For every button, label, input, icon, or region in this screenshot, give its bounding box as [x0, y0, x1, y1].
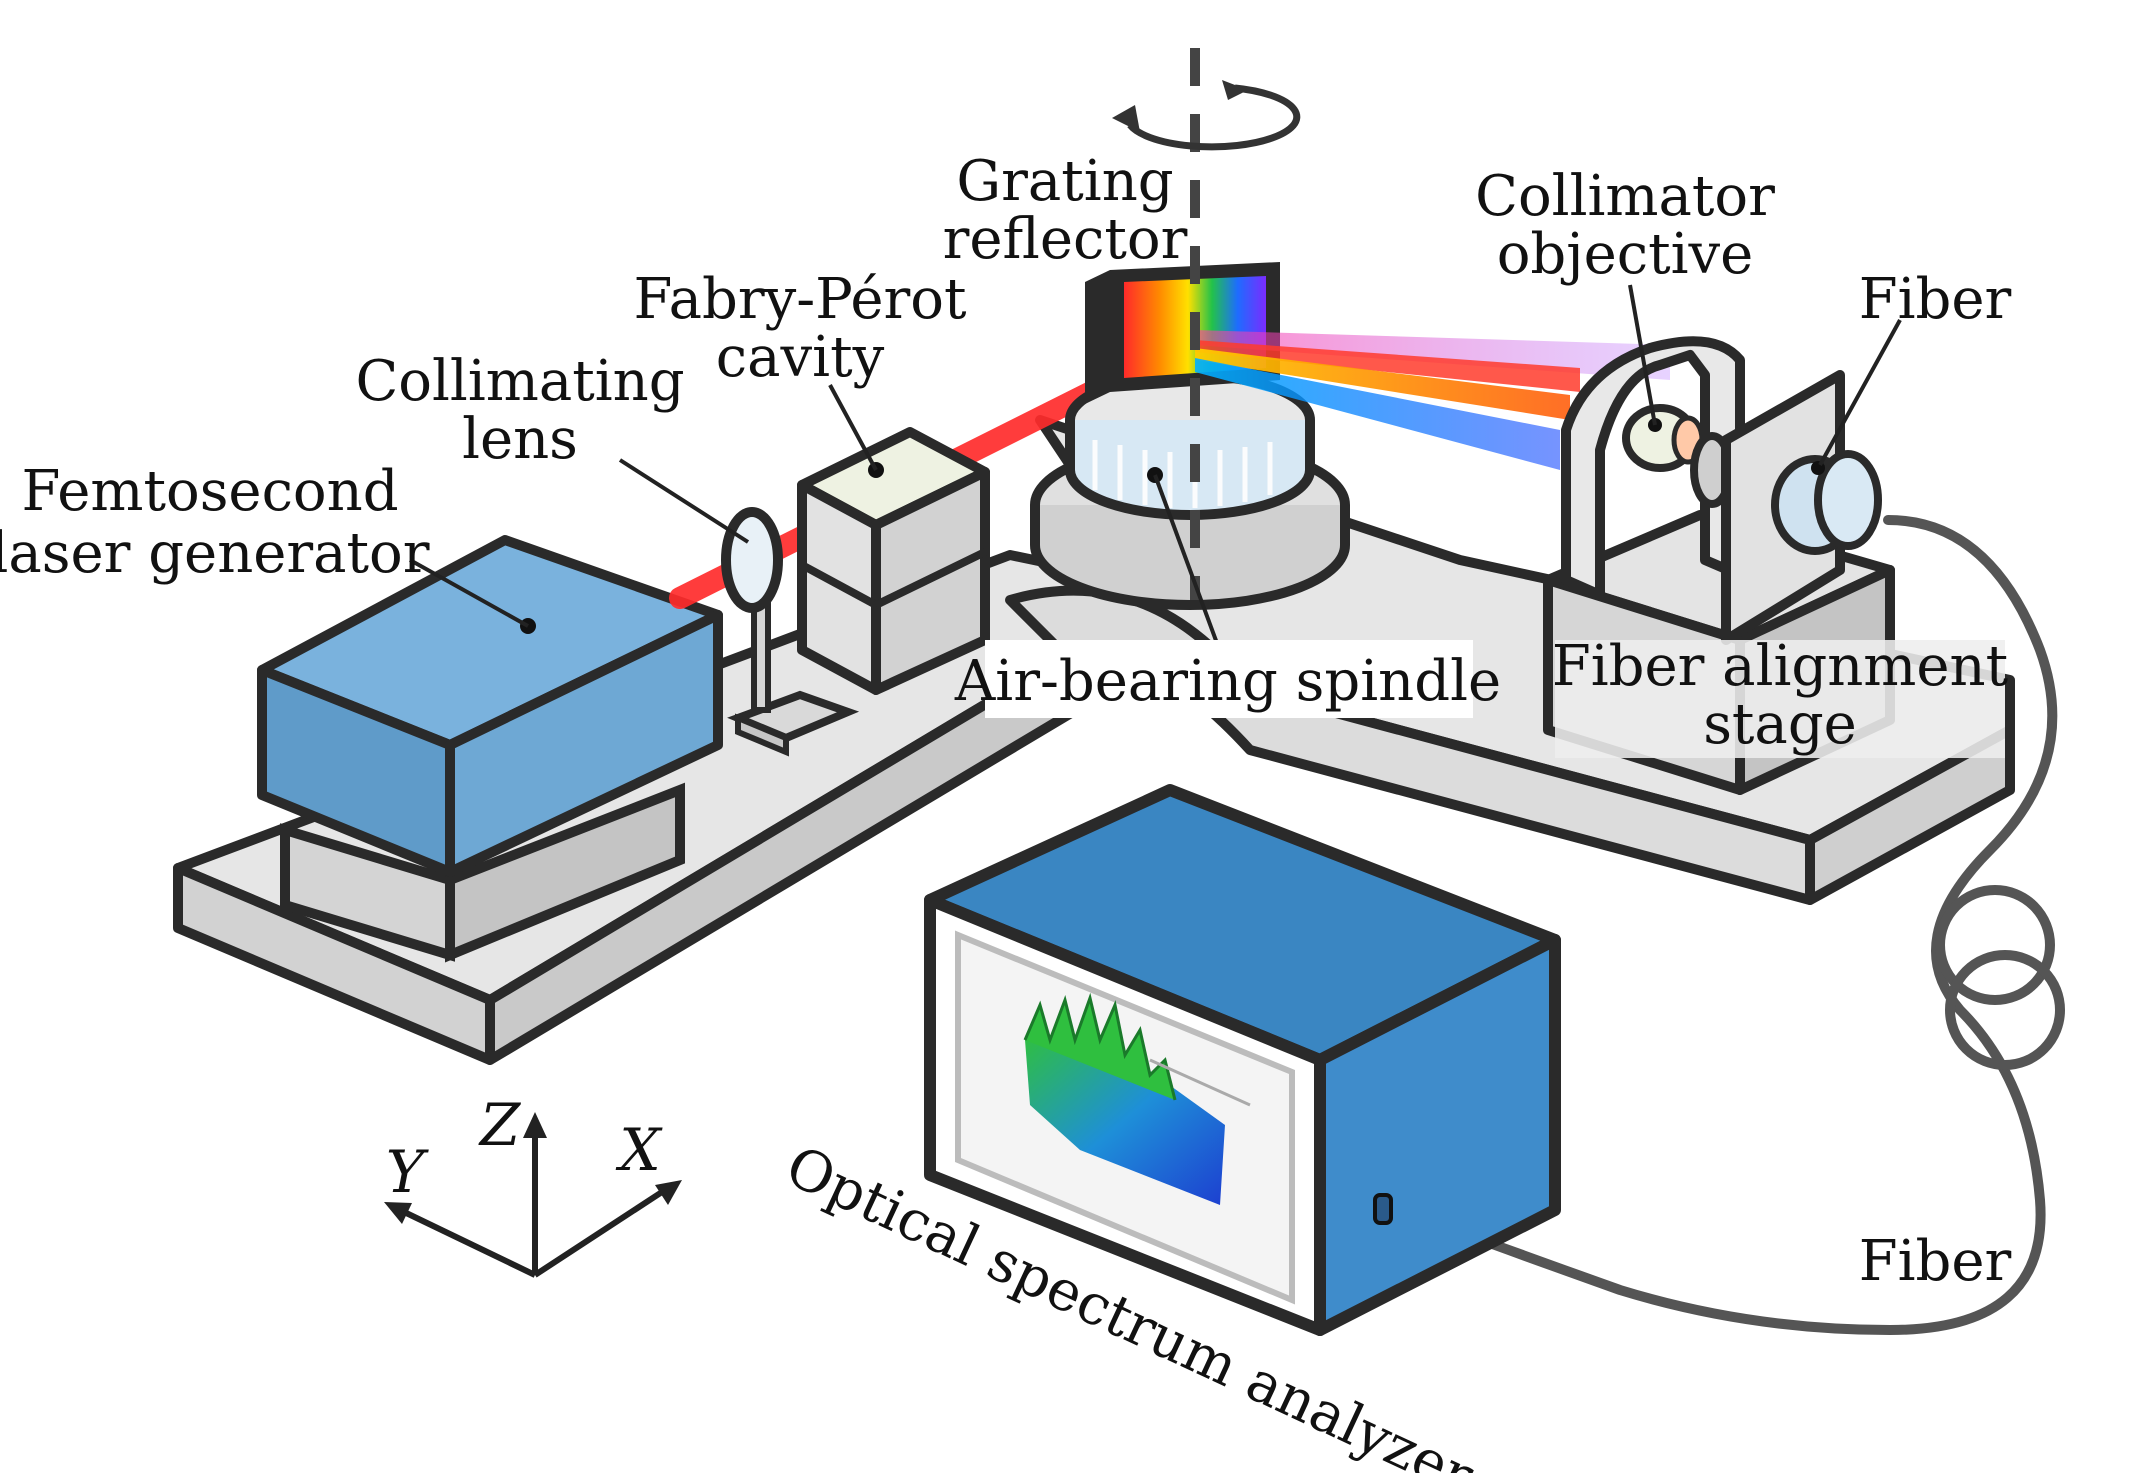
fan-blue — [1195, 358, 1560, 470]
label-fiber-alignment-1: Fiber alignment — [1552, 634, 2009, 699]
fp-divider-2 — [874, 548, 987, 609]
optical-spectrum-analyzer — [924, 784, 1561, 1336]
fabry-perot-cavity — [797, 427, 990, 695]
leader-lines — [409, 284, 1902, 666]
label-collimator-2: objective — [1497, 222, 1754, 287]
fp-divider — [800, 561, 878, 609]
fiber-coil-icon — [1935, 885, 2065, 1070]
label-femtosecond-1: Femtosecond — [21, 459, 398, 524]
label-fabry-1: Fabry-Pérot — [634, 267, 967, 332]
axis-label-z: Z — [478, 1091, 522, 1159]
osa-side — [1314, 934, 1561, 1336]
osa-screen-plot — [1025, 1035, 1225, 1205]
label-fiber-top: Fiber — [1859, 267, 2012, 332]
label-fiber-bottom: Fiber — [1859, 1229, 2012, 1294]
label-air-bearing-bg — [985, 640, 1473, 718]
femtosecond-laser — [257, 535, 723, 963]
rotation-arrow-icon — [1112, 80, 1301, 151]
label-grating-2: reflector — [943, 207, 1188, 272]
label-femtosecond-2: laser generator — [0, 521, 430, 586]
label-grating-1: Grating — [956, 149, 1173, 214]
osa-fiber-port — [1373, 1193, 1393, 1225]
axis-label-x: X — [615, 1116, 663, 1184]
spindle-base-side — [1030, 505, 1350, 610]
label-collimating-1: Collimating — [355, 349, 684, 414]
osa-screen-peaks — [1023, 992, 1177, 1101]
lens-foot-front — [735, 713, 789, 757]
fan-red — [1195, 340, 1580, 392]
label-fiber-alignment-bg — [1555, 640, 2005, 758]
lens-glass — [721, 507, 783, 613]
fiber-connector-face — [1814, 450, 1882, 550]
label-fabry-2: cavity — [716, 325, 885, 390]
laser-base-side — [445, 782, 685, 963]
label-air-bearing: Air-bearing spindle — [954, 649, 1501, 714]
label-collimator-1: Collimator — [1475, 164, 1775, 229]
collimator-mount — [1561, 336, 1745, 600]
label-fiber-alignment-2: stage — [1703, 692, 1857, 757]
label-collimating-2: lens — [462, 407, 578, 472]
axis-label-y: Y — [386, 1138, 429, 1206]
osa-screen-axis — [1149, 1058, 1251, 1107]
fan-yellow — [1195, 348, 1570, 420]
laser-box-side — [445, 610, 723, 877]
axis-triad-icon — [384, 1112, 682, 1278]
grating-frame-side — [1085, 270, 1110, 404]
spectrum-fan — [1195, 330, 1670, 470]
fiber-cable — [1395, 515, 2058, 1336]
air-bearing-spindle — [1030, 370, 1350, 610]
